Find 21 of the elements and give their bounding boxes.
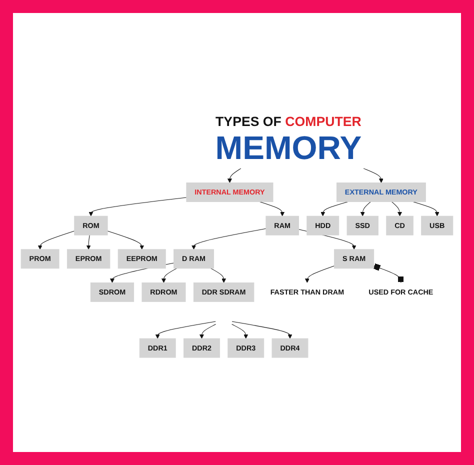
arrow [232, 321, 292, 339]
arrow [360, 202, 371, 216]
arrow [199, 324, 216, 339]
connector [373, 263, 404, 283]
arrow [161, 268, 177, 283]
arrow [227, 168, 242, 183]
node-text: TYPES OF COMPUTER MEMORY [215, 114, 362, 166]
arrow [259, 202, 285, 216]
arrow [38, 230, 75, 250]
arrow [412, 202, 440, 216]
arrow [107, 230, 144, 250]
arrow [155, 321, 216, 339]
arrow [86, 234, 91, 250]
arrow [363, 168, 384, 183]
arrow [392, 202, 402, 216]
arrow [88, 197, 187, 216]
arrow [210, 268, 226, 283]
arrow [320, 202, 348, 216]
arrow [192, 228, 266, 250]
arrow [304, 266, 335, 283]
arrow [232, 324, 248, 339]
